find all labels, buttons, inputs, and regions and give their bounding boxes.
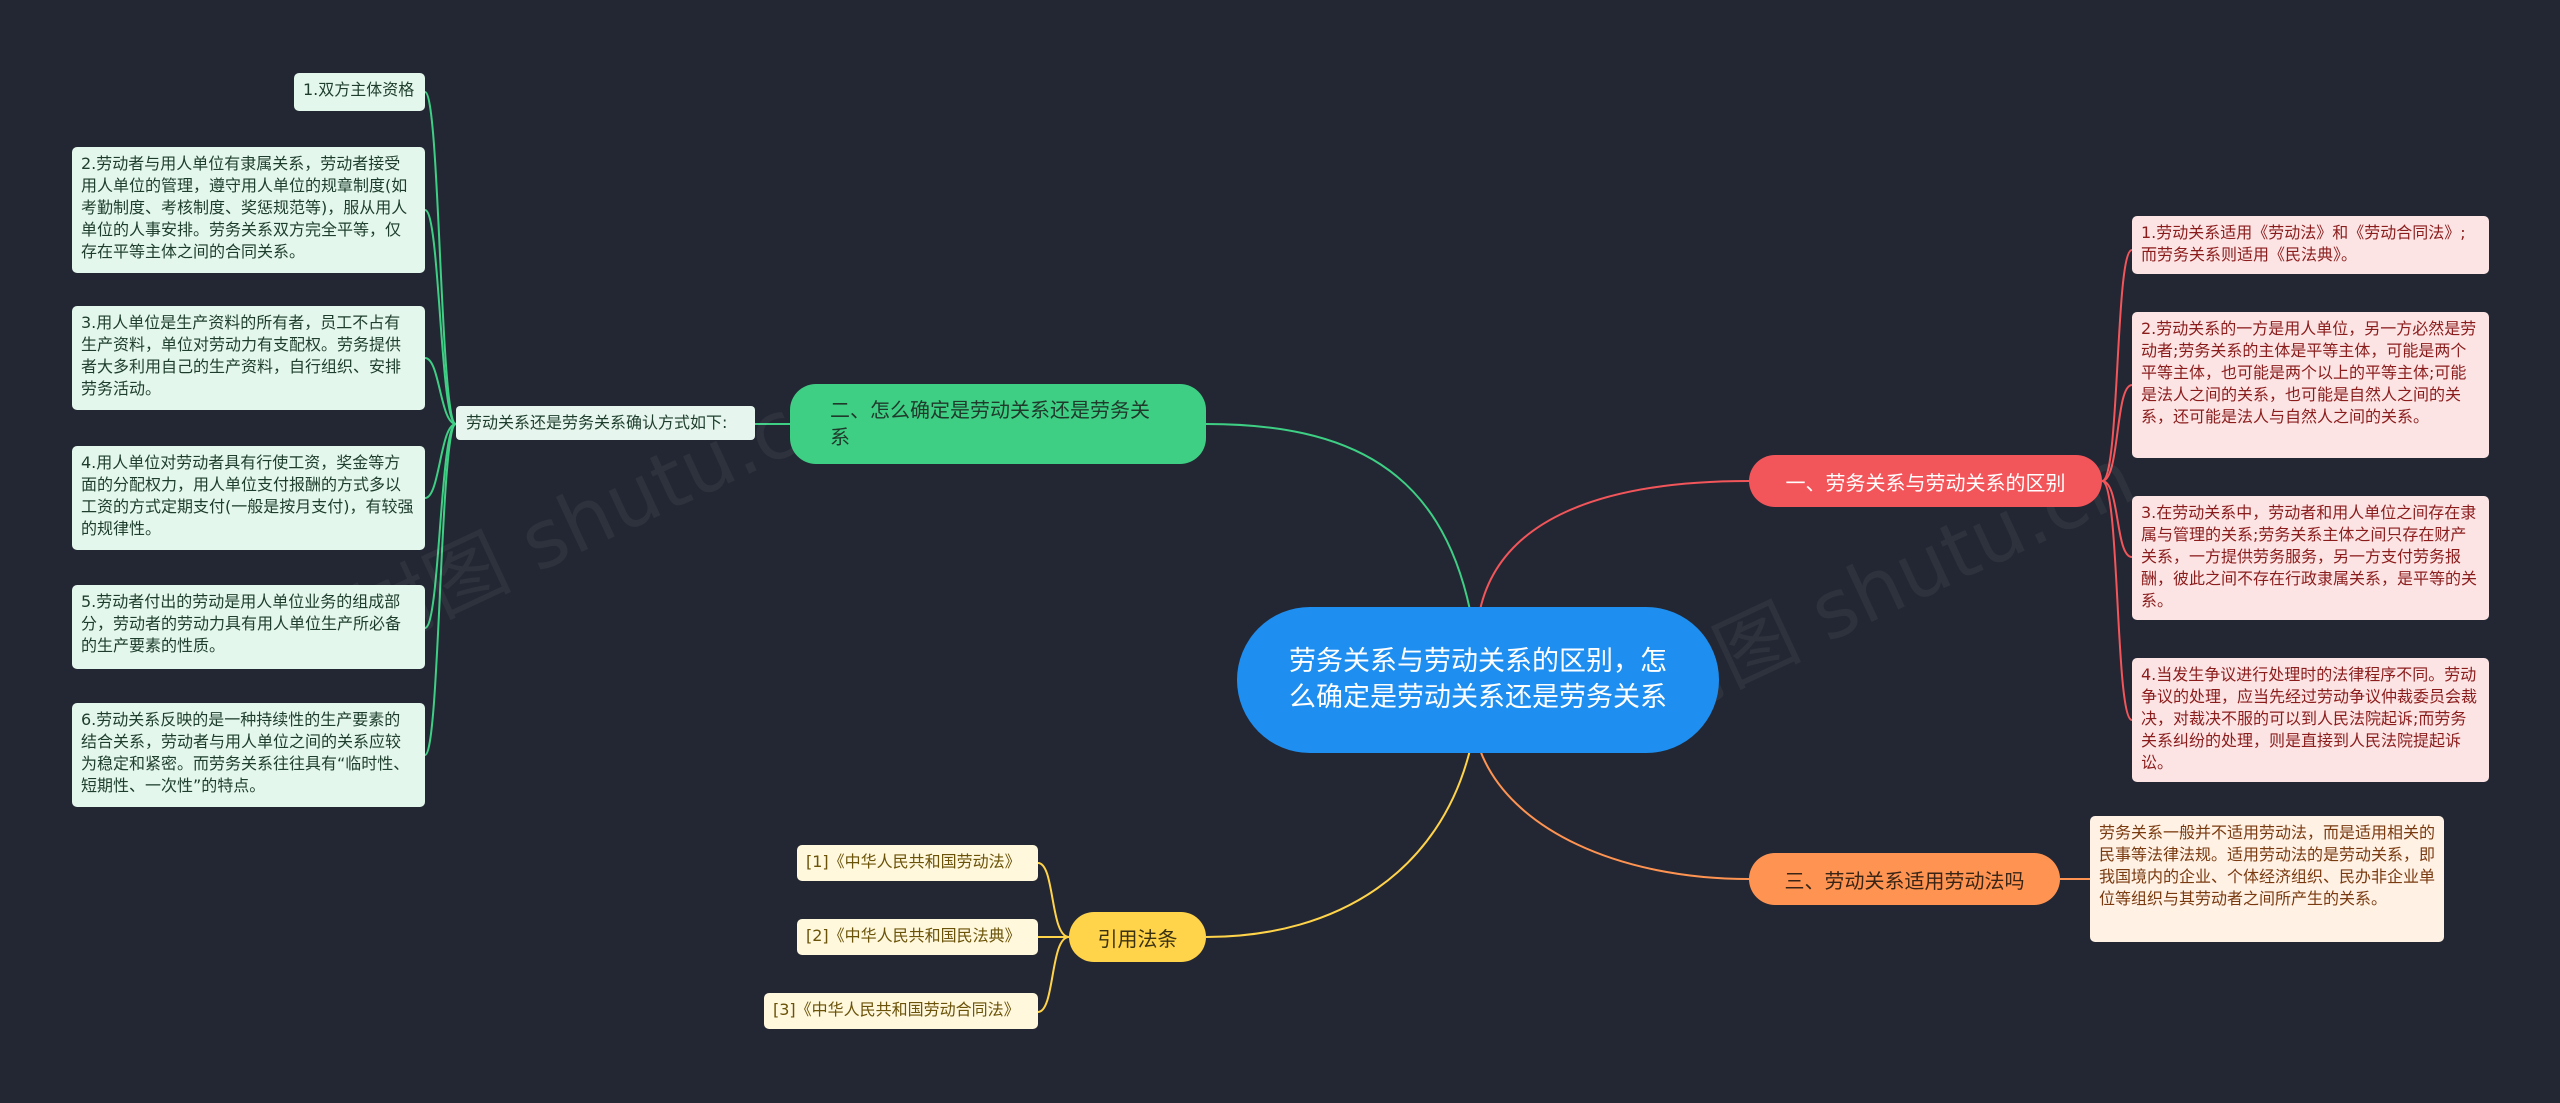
link-connector-leaf-1 [424, 91, 457, 425]
branch-differences-label: 一、劳务关系与劳动关系的区别 [1785, 470, 2066, 495]
root-topic-label: 劳务关系与劳动关系的区别，怎么确定是劳动关系还是劳务关系 [1289, 646, 1667, 713]
leaf-determine-3[interactable]: 3.用人单位是生产资料的所有者，员工不占有生产资料，单位对劳动力有支配权。劳务提… [72, 306, 425, 410]
branch-cited-laws[interactable]: 引用法条 [1069, 912, 1206, 962]
link-b1-leaf-2 [2101, 384, 2133, 482]
leaf-text: 1.劳动关系适用《劳动法》和《劳动合同法》;而劳务关系则适用《民法典》。 [2141, 223, 2466, 264]
link-connector-leaf-3 [424, 357, 457, 425]
link-b4-leaf-3 [1037, 936, 1070, 1013]
branch-determine[interactable]: 二、怎么确定是劳动关系还是劳务关系 [790, 384, 1206, 464]
link-connector-leaf-4 [424, 423, 457, 499]
leaf-determine-1[interactable]: 1.双方主体资格 [294, 73, 425, 111]
leaf-cited-law-1[interactable]: [1]《中华人民共和国劳动法》 [797, 845, 1038, 881]
branch-cited-laws-label: 引用法条 [1097, 926, 1178, 951]
branch-differences[interactable]: 一、劳务关系与劳动关系的区别 [1749, 455, 2102, 507]
link-connector-leaf-6 [424, 423, 457, 756]
link-b1-leaf-4 [2101, 480, 2133, 721]
leaf-text: 1.双方主体资格 [303, 80, 415, 99]
leaf-determine-6[interactable]: 6.劳动关系反映的是一种持续性的生产要素的结合关系，劳动者与用人单位之间的关系应… [72, 703, 425, 807]
leaf-labor-law-1[interactable]: 劳务关系一般并不适用劳动法，而是适用相关的民事等法律法规。适用劳动法的是劳动关系… [2090, 816, 2444, 942]
link-connector-leaf-2 [424, 209, 457, 425]
leaf-text: [1]《中华人民共和国劳动法》 [806, 852, 1021, 871]
link-b1-leaf-3 [2101, 480, 2133, 558]
link-connector-leaf-5 [424, 423, 457, 629]
leaf-text: 4.当发生争议进行处理时的法律程序不同。劳动争议的处理，应当先经过劳动争议仲裁委… [2141, 665, 2478, 772]
leaf-differences-4[interactable]: 4.当发生争议进行处理时的法律程序不同。劳动争议的处理，应当先经过劳动争议仲裁委… [2132, 658, 2489, 782]
link-root-b2 [1205, 423, 1471, 611]
leaf-text: 6.劳动关系反映的是一种持续性的生产要素的结合关系，劳动者与用人单位之间的关系应… [81, 710, 410, 795]
leaf-differences-2[interactable]: 2.劳动关系的一方是用人单位，另一方必然是劳动者;劳务关系的主体是平等主体，可能… [2132, 312, 2489, 458]
link-b1-leaf-1 [2101, 249, 2133, 482]
leaf-differences-1[interactable]: 1.劳动关系适用《劳动法》和《劳动合同法》;而劳务关系则适用《民法典》。 [2132, 216, 2489, 274]
leaf-cited-law-2[interactable]: [2]《中华人民共和国民法典》 [797, 919, 1038, 955]
leaf-determine-4[interactable]: 4.用人单位对劳动者具有行使工资，奖金等方面的分配权力，用人单位支付报酬的方式多… [72, 446, 425, 550]
leaf-text: 3.用人单位是生产资料的所有者，员工不占有生产资料，单位对劳动力有支配权。劳务提… [81, 313, 402, 398]
link-root-b4 [1205, 749, 1471, 938]
leaf-determine-5[interactable]: 5.劳动者付出的劳动是用人单位业务的组成部分，劳动者的劳动力具有用人单位生产所必… [72, 585, 425, 669]
leaf-text: 3.在劳动关系中，劳动者和用人单位之间存在隶属与管理的关系;劳务关系主体之间只存… [2141, 503, 2478, 610]
root-topic[interactable]: 劳务关系与劳动关系的区别，怎么确定是劳动关系还是劳务关系 [1237, 607, 1719, 753]
link-root-b1 [1479, 480, 1750, 611]
leaf-cited-law-3[interactable]: [3]《中华人民共和国劳动合同法》 [764, 993, 1038, 1029]
leaf-text: 劳务关系一般并不适用劳动法，而是适用相关的民事等法律法规。适用劳动法的是劳动关系… [2099, 823, 2436, 908]
connector-text: 劳动关系还是劳务关系确认方式如下: [466, 413, 728, 432]
branch-labor-law-applies[interactable]: 三、劳动关系适用劳动法吗 [1749, 853, 2060, 905]
leaf-text: [3]《中华人民共和国劳动合同法》 [773, 1000, 1020, 1019]
connector-confirm-method[interactable]: 劳动关系还是劳务关系确认方式如下: [456, 406, 755, 440]
leaf-determine-2[interactable]: 2.劳动者与用人单位有隶属关系，劳动者接受用人单位的管理，遵守用人单位的规章制度… [72, 147, 425, 273]
link-b4-leaf-1 [1037, 862, 1070, 938]
leaf-text: 5.劳动者付出的劳动是用人单位业务的组成部分，劳动者的劳动力具有用人单位生产所必… [81, 592, 402, 655]
link-root-b3 [1479, 749, 1750, 880]
branch-determine-label: 二、怎么确定是劳动关系还是劳务关系 [830, 398, 1150, 449]
branch-labor-law-applies-label: 三、劳动关系适用劳动法吗 [1784, 868, 2025, 893]
leaf-text: 4.用人单位对劳动者具有行使工资，奖金等方面的分配权力，用人单位支付报酬的方式多… [81, 453, 414, 538]
leaf-differences-3[interactable]: 3.在劳动关系中，劳动者和用人单位之间存在隶属与管理的关系;劳务关系主体之间只存… [2132, 496, 2489, 620]
leaf-text: 2.劳动关系的一方是用人单位，另一方必然是劳动者;劳务关系的主体是平等主体，可能… [2141, 319, 2477, 426]
leaf-text: 2.劳动者与用人单位有隶属关系，劳动者接受用人单位的管理，遵守用人单位的规章制度… [81, 154, 408, 261]
leaf-text: [2]《中华人民共和国民法典》 [806, 926, 1021, 945]
